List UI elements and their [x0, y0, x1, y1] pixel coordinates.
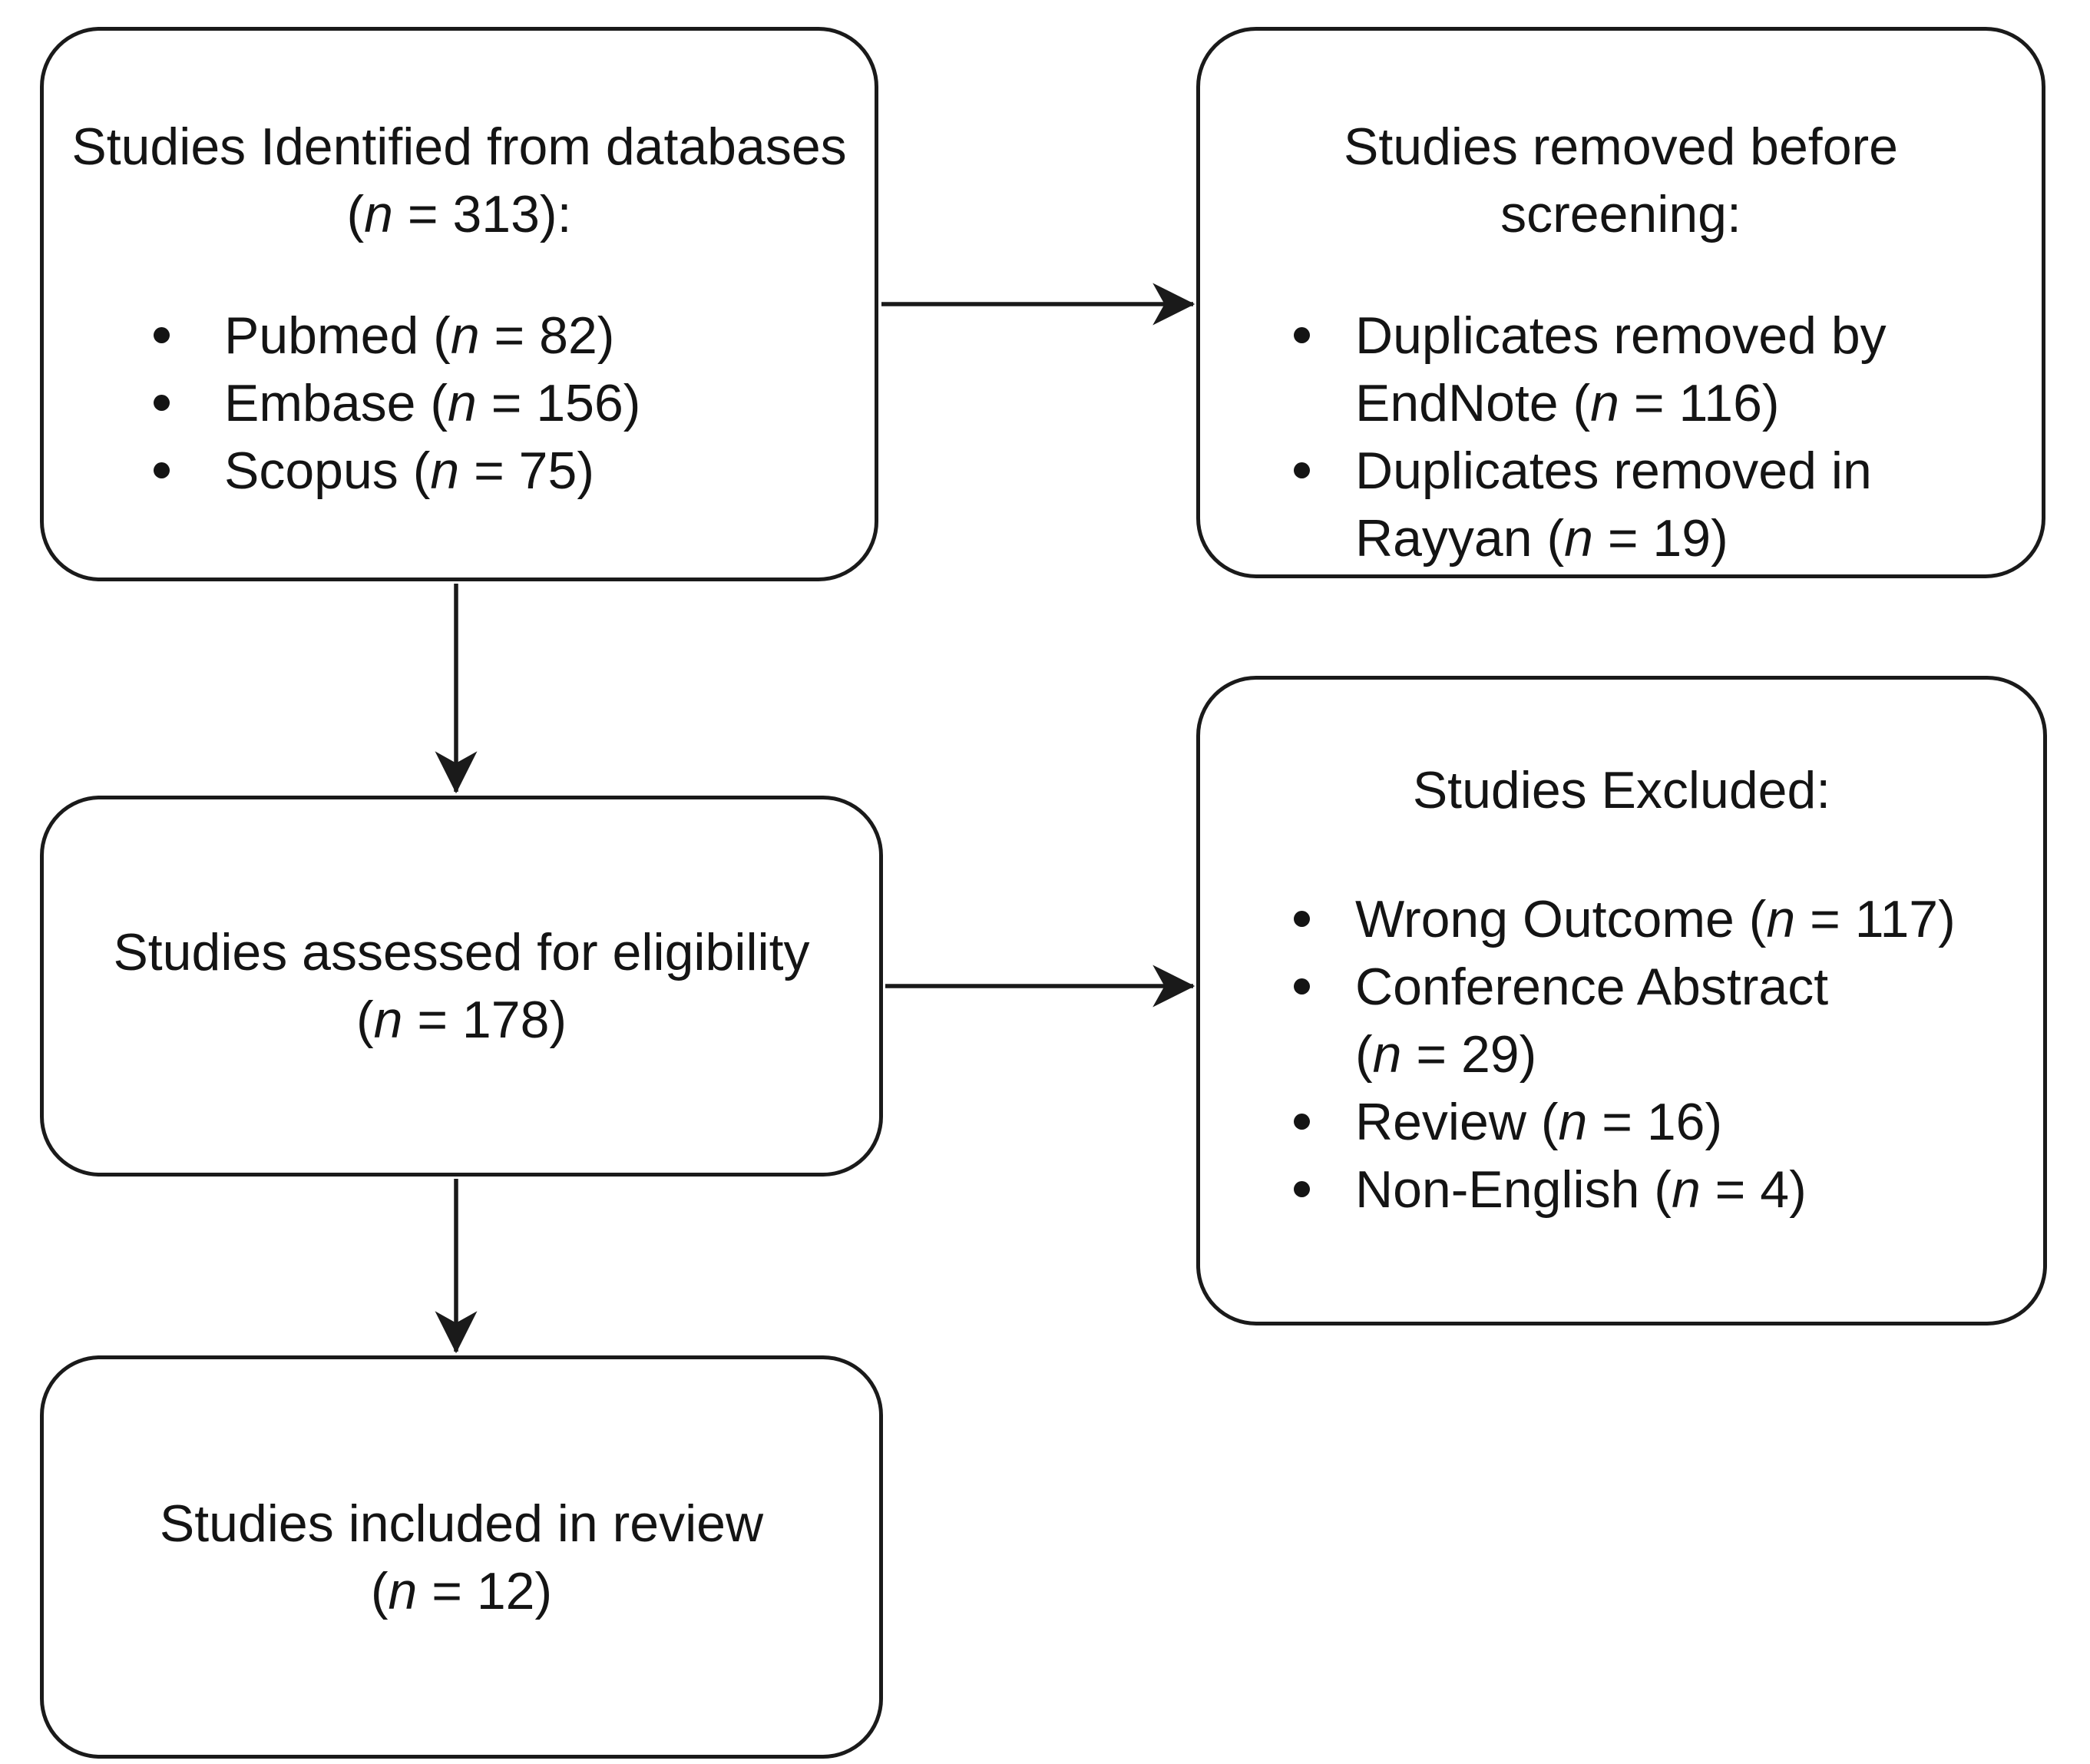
text-line: Duplicates removed by: [1355, 302, 2042, 369]
text-segment: Studies included in review: [159, 1494, 764, 1553]
text-line: (n = 313):: [44, 180, 875, 248]
text-line: Studies Excluded:: [1200, 756, 2043, 824]
text-line: Embase (n = 156): [224, 369, 875, 437]
text-segment: = 16): [1587, 1093, 1723, 1151]
bullet-list: Wrong Outcome (n = 117)Conference Abstra…: [1200, 885, 2043, 1223]
text-segment: EndNote (: [1355, 374, 1591, 432]
text-segment: (: [370, 1561, 389, 1620]
text-segment: = 116): [1619, 374, 1780, 432]
text-segment: (: [346, 185, 365, 243]
italic-n: n: [1590, 374, 1619, 432]
text-segment: = 75): [459, 442, 594, 500]
bullet-item: Pubmed (n = 82): [44, 302, 875, 369]
italic-n: n: [373, 991, 403, 1049]
text-line: (n = 178): [44, 986, 879, 1054]
text-segment: Studies assessed for eligibility: [113, 923, 810, 981]
italic-n: n: [450, 306, 480, 365]
box-title: Studies removed before screening:: [1200, 113, 2042, 248]
text-segment: Scopus (: [224, 442, 431, 500]
italic-n: n: [1558, 1093, 1588, 1151]
box-title: Studies included in review(n = 12): [44, 1490, 879, 1625]
box-title: Studies Identified from databases(n = 31…: [44, 113, 875, 248]
bullet-item: Scopus (n = 75): [44, 437, 875, 505]
box-studies-assessed-for-eligibility: Studies assessed for eligibility(n = 178…: [40, 796, 883, 1177]
bullet-item: Non-English (n = 4): [1200, 1156, 2043, 1223]
text-segment: screening:: [1500, 185, 1741, 243]
text-segment: Conference Abstract: [1355, 958, 1829, 1016]
text-line: Conference Abstract: [1355, 953, 2043, 1021]
italic-n: n: [1372, 1025, 1402, 1084]
italic-n: n: [448, 374, 477, 432]
italic-n: n: [388, 1561, 418, 1620]
box-studies-excluded: Studies Excluded: Wrong Outcome (n = 117…: [1196, 676, 2047, 1325]
text-segment: Embase (: [224, 374, 448, 432]
box-title: Studies assessed for eligibility(n = 178…: [44, 918, 879, 1054]
text-segment: = 82): [479, 306, 615, 365]
text-line: Non-English (n = 4): [1355, 1156, 2043, 1223]
text-line: (n = 12): [44, 1557, 879, 1625]
text-line: Studies Identified from databases: [44, 113, 875, 180]
text-line: Review (n = 16): [1355, 1088, 2043, 1156]
italic-n: n: [430, 442, 460, 500]
text-line: Pubmed (n = 82): [224, 302, 875, 369]
box-studies-included-in-review: Studies included in review(n = 12): [40, 1355, 883, 1759]
text-segment: = 4): [1700, 1160, 1807, 1219]
text-segment: Rayyan (: [1355, 509, 1565, 568]
bullet-item: Wrong Outcome (n = 117): [1200, 885, 2043, 953]
text-segment: Review (: [1355, 1093, 1559, 1151]
text-segment: = 12): [417, 1561, 553, 1620]
text-segment: = 19): [1592, 509, 1728, 568]
text-segment: (: [1355, 1025, 1373, 1084]
italic-n: n: [1564, 509, 1593, 568]
text-segment: Duplicates removed in: [1355, 442, 1872, 500]
text-line: screening:: [1200, 180, 2042, 248]
text-segment: Wrong Outcome (: [1355, 890, 1767, 948]
text-segment: Pubmed (: [224, 306, 451, 365]
italic-n: n: [1766, 890, 1796, 948]
text-line: Studies assessed for eligibility: [44, 918, 879, 986]
text-line: Wrong Outcome (n = 117): [1355, 885, 2043, 953]
text-line: EndNote (n = 116): [1355, 369, 2042, 437]
text-segment: = 29): [1401, 1025, 1537, 1084]
text-segment: = 313):: [392, 185, 572, 243]
text-segment: Duplicates removed by: [1355, 306, 1887, 365]
text-line: Rayyan (n = 19): [1355, 505, 2042, 572]
text-line: Studies included in review: [44, 1490, 879, 1557]
bullet-list: Pubmed (n = 82)Embase (n = 156)Scopus (n…: [44, 302, 875, 505]
text-segment: Studies Identified from databases: [71, 117, 847, 176]
box-title: Studies Excluded:: [1200, 756, 2043, 824]
text-segment: Non-English (: [1355, 1160, 1672, 1219]
italic-n: n: [1671, 1160, 1701, 1219]
bullet-item: Embase (n = 156): [44, 369, 875, 437]
text-segment: (: [355, 991, 374, 1049]
bullet-item: Conference Abstract(n = 29): [1200, 953, 2043, 1088]
text-line: Scopus (n = 75): [224, 437, 875, 505]
bullet-item: Review (n = 16): [1200, 1088, 2043, 1156]
text-segment: Studies Excluded:: [1412, 761, 1831, 819]
italic-n: n: [364, 185, 393, 243]
text-line: Duplicates removed in: [1355, 437, 2042, 505]
text-line: Studies removed before: [1200, 113, 2042, 180]
box-studies-removed-before-screening: Studies removed before screening: Duplica…: [1196, 27, 2045, 578]
text-line: (n = 29): [1355, 1021, 2043, 1088]
text-segment: = 178): [402, 991, 567, 1049]
text-segment: = 117): [1795, 890, 1956, 948]
text-segment: = 156): [476, 374, 641, 432]
box-studies-identified: Studies Identified from databases(n = 31…: [40, 27, 878, 581]
text-segment: Studies removed before: [1344, 117, 1898, 176]
